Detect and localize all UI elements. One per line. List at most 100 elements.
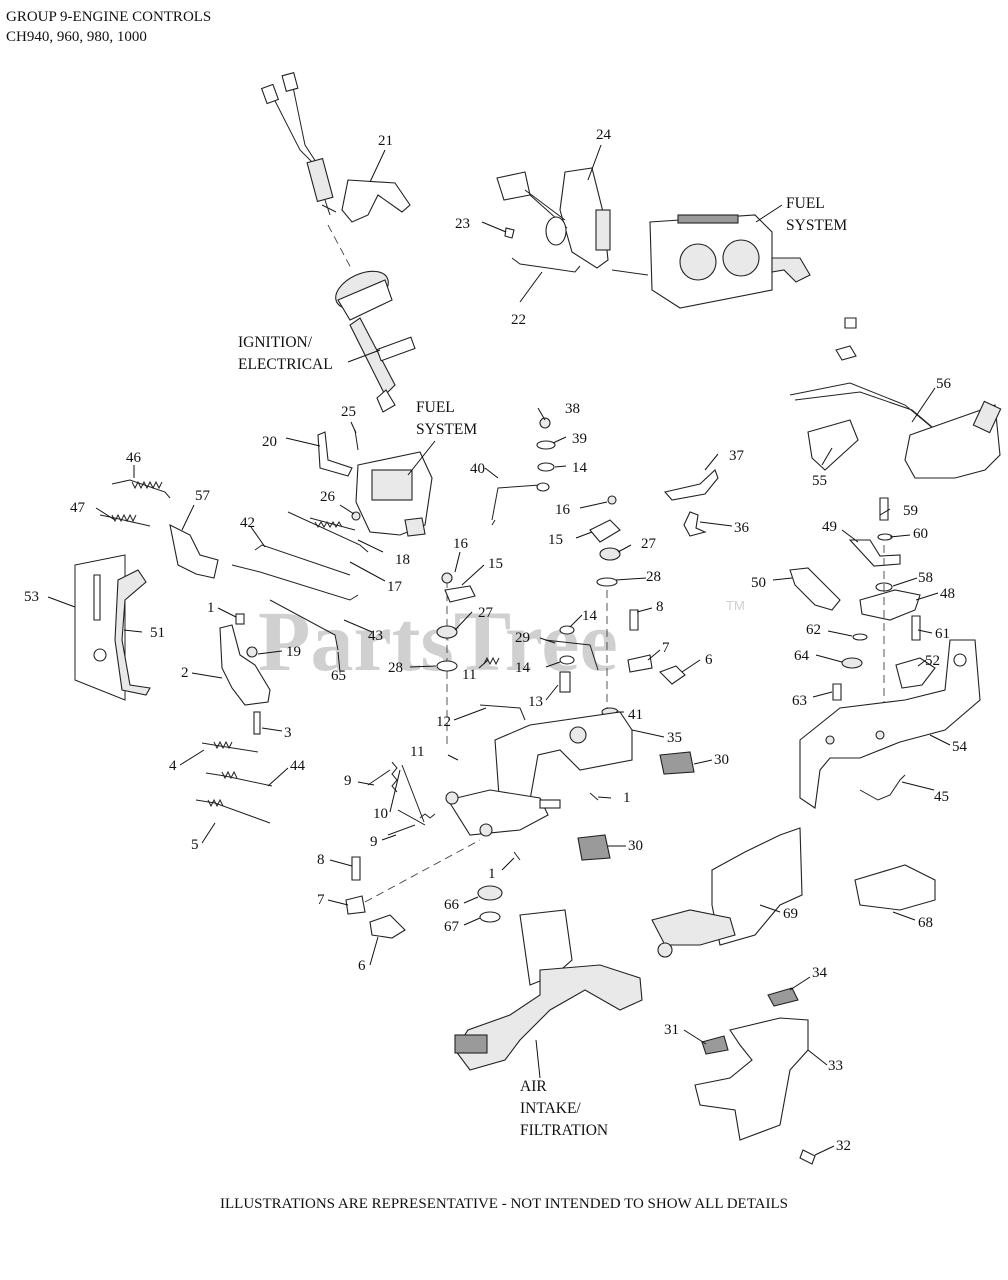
rod-40-illustration xyxy=(491,484,541,526)
governor-linkage-illustration xyxy=(367,761,599,861)
callout-label: 11 xyxy=(462,667,476,683)
callout-label: 39 xyxy=(572,431,587,447)
panel-54-illustration xyxy=(799,639,981,809)
callout-label: 28 xyxy=(646,569,661,585)
bracket-37-illustration xyxy=(663,469,719,501)
governor-stack-illustration xyxy=(436,572,476,745)
callout-label: 42 xyxy=(240,515,255,531)
ignition-coil-illustration xyxy=(327,224,416,413)
callout-label: 29 xyxy=(515,630,530,646)
callout-label: 59 xyxy=(903,503,918,519)
svg-text:SYSTEM: SYSTEM xyxy=(416,421,477,438)
rod-43-illustration xyxy=(231,564,359,601)
callout-label: 21 xyxy=(378,133,393,149)
air-intake-elbow-illustration xyxy=(454,909,643,1071)
clamp-6-b-illustration xyxy=(369,914,406,939)
plate-55-illustration xyxy=(807,419,859,471)
callout-label: 20 xyxy=(262,434,277,450)
screw-32-illustration xyxy=(799,1149,816,1165)
rod-65-illustration xyxy=(269,599,339,651)
throttle-control-56-illustration xyxy=(789,317,1002,479)
callout-label: 15 xyxy=(488,556,503,572)
bushing-27-illustration xyxy=(599,547,621,561)
callout-label: 32 xyxy=(836,1138,851,1154)
clip-23-illustration xyxy=(504,227,515,239)
bracket-69-illustration xyxy=(651,827,803,958)
watermark-trademark: TM xyxy=(726,598,745,613)
fuel-system-top-illustration xyxy=(611,214,811,309)
ignition-harness-illustration xyxy=(260,72,337,216)
callout-label: 58 xyxy=(918,570,933,586)
diagram-model-list: CH940, 960, 980, 1000 xyxy=(6,29,147,45)
governor-lever-group-illustration xyxy=(219,613,271,735)
bracket-52-illustration xyxy=(895,657,936,689)
callout-label: 9 xyxy=(344,773,352,789)
solenoid-bracket-24-illustration xyxy=(496,167,611,269)
washer-28-illustration xyxy=(596,577,618,587)
callout-label: 52 xyxy=(925,653,940,669)
callout-label: 25 xyxy=(341,404,356,420)
callout-label: 7 xyxy=(317,892,325,908)
callout-label: 22 xyxy=(511,312,526,328)
bolt-8-illustration xyxy=(629,609,639,631)
svg-text:FUEL: FUEL xyxy=(416,399,455,416)
callout-label: 26 xyxy=(320,489,336,505)
callout-label: 46 xyxy=(126,450,142,466)
callout-label: 6 xyxy=(358,958,366,974)
clip-30-a-illustration xyxy=(659,751,695,775)
callout-numbers: 21 24 23 22 56 55 25 38 20 39 46 14 40 3… xyxy=(24,127,968,1154)
callout-label: 1 xyxy=(207,600,215,616)
callout-label: 27 xyxy=(641,536,657,552)
washer-60-illustration xyxy=(877,533,893,541)
washer-14-c-illustration xyxy=(559,655,575,665)
callout-label: 12 xyxy=(436,714,451,730)
callout-label: 11 xyxy=(410,744,424,760)
spring-5-illustration xyxy=(195,799,271,824)
callout-label: 4 xyxy=(169,758,177,774)
washer-39-illustration xyxy=(536,440,556,450)
callout-label: 17 xyxy=(387,579,403,595)
callout-label: 41 xyxy=(628,707,643,723)
callout-label: 45 xyxy=(934,789,949,805)
svg-text:IGNITION/: IGNITION/ xyxy=(238,334,313,351)
lever-15-illustration xyxy=(589,519,621,543)
callout-label: 10 xyxy=(373,806,388,822)
spring-18-illustration xyxy=(309,517,356,531)
spacer-64-illustration xyxy=(841,657,863,669)
screw-25-illustration xyxy=(354,429,359,451)
lever-20-illustration xyxy=(317,431,353,477)
callout-label: 53 xyxy=(24,589,39,605)
svg-text:FILTRATION: FILTRATION xyxy=(520,1122,608,1139)
callout-label: 8 xyxy=(317,852,325,868)
rod-22-illustration xyxy=(511,257,581,273)
callout-label: 63 xyxy=(792,693,807,709)
callout-label: 61 xyxy=(935,626,950,642)
callout-label: 16 xyxy=(453,536,469,552)
callout-label: 31 xyxy=(664,1022,679,1038)
svg-text:SYSTEM: SYSTEM xyxy=(786,217,847,234)
bracket-57-illustration xyxy=(169,524,219,579)
callout-label: 68 xyxy=(918,915,933,931)
spring-11-illustration xyxy=(483,656,500,666)
callout-label: 49 xyxy=(822,519,837,535)
callout-label: 1 xyxy=(623,790,631,806)
callout-label: 60 xyxy=(913,526,928,542)
callout-label: 35 xyxy=(667,730,682,746)
svg-text:ELECTRICAL: ELECTRICAL xyxy=(238,356,333,373)
rod-17-illustration xyxy=(287,511,369,553)
nut-16-illustration xyxy=(607,495,617,505)
callout-label: 27 xyxy=(478,605,494,621)
callout-label: 48 xyxy=(940,586,955,602)
callout-label: 9 xyxy=(370,834,378,850)
svg-text:INTAKE/: INTAKE/ xyxy=(520,1100,581,1117)
callout-label: 30 xyxy=(714,752,729,768)
callout-label: 55 xyxy=(812,473,827,489)
callout-label: 19 xyxy=(286,644,301,660)
plate-48-illustration xyxy=(859,589,921,621)
group-label-ignition-electrical: IGNITION/ ELECTRICAL xyxy=(238,334,333,373)
callout-label: 30 xyxy=(628,838,643,854)
callout-label: 5 xyxy=(191,837,199,853)
callout-label: 66 xyxy=(444,897,460,913)
callout-label: 24 xyxy=(596,127,612,143)
